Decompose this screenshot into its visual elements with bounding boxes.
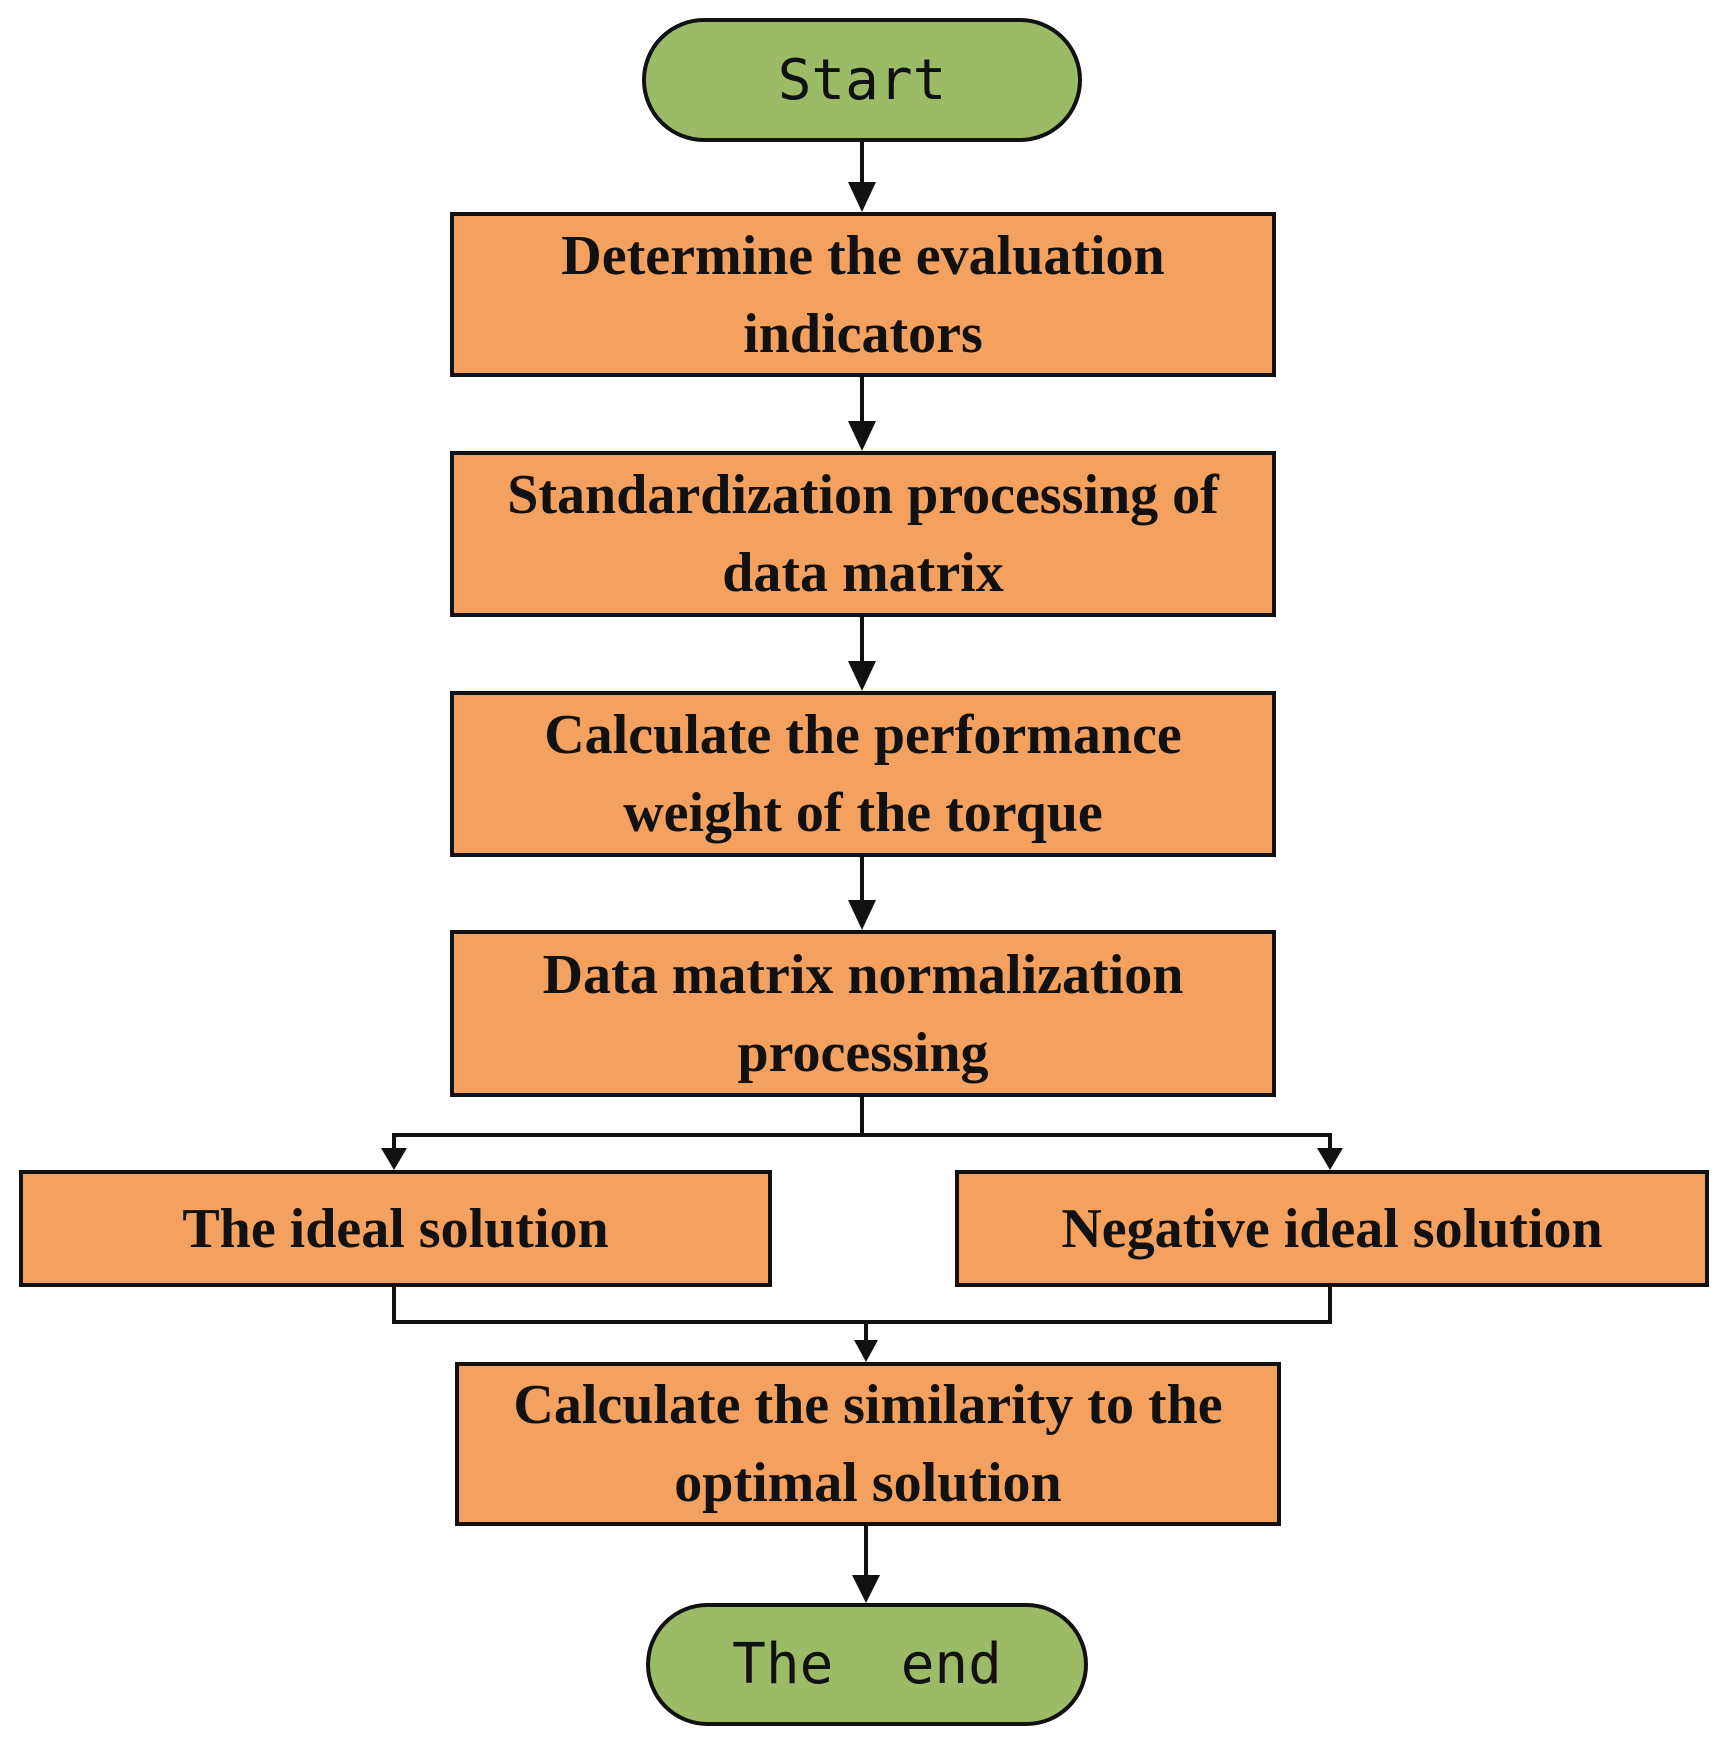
arrowhead-right-branch	[1317, 1148, 1343, 1170]
arrowhead-step3	[848, 661, 876, 691]
step-determine-indicators: Determine the evaluation indicators	[450, 212, 1276, 377]
arrowhead-left-branch	[381, 1148, 407, 1170]
step-similarity: Calculate the similarity to the optimal …	[455, 1362, 1281, 1526]
start-terminal: Start	[642, 18, 1082, 142]
arrowhead-step1	[848, 182, 876, 212]
merge-connector	[392, 1287, 1332, 1324]
branch-ideal-solution: The ideal solution	[19, 1170, 772, 1287]
split-connector	[392, 1097, 864, 1148]
arrowhead-final-step	[854, 1340, 878, 1362]
branch-negative-ideal-solution: Negative ideal solution	[955, 1170, 1709, 1287]
step-performance-weight: Calculate the performance weight of the …	[450, 691, 1276, 857]
end-terminal: The end	[646, 1603, 1088, 1726]
split-connector-right	[862, 1133, 1332, 1148]
step-standardization: Standardization processing of data matri…	[450, 451, 1276, 617]
step-normalization: Data matrix normalization processing	[450, 930, 1276, 1097]
arrowhead-end	[852, 1575, 880, 1603]
arrowhead-step2	[848, 421, 876, 451]
arrowhead-step4	[848, 900, 876, 930]
